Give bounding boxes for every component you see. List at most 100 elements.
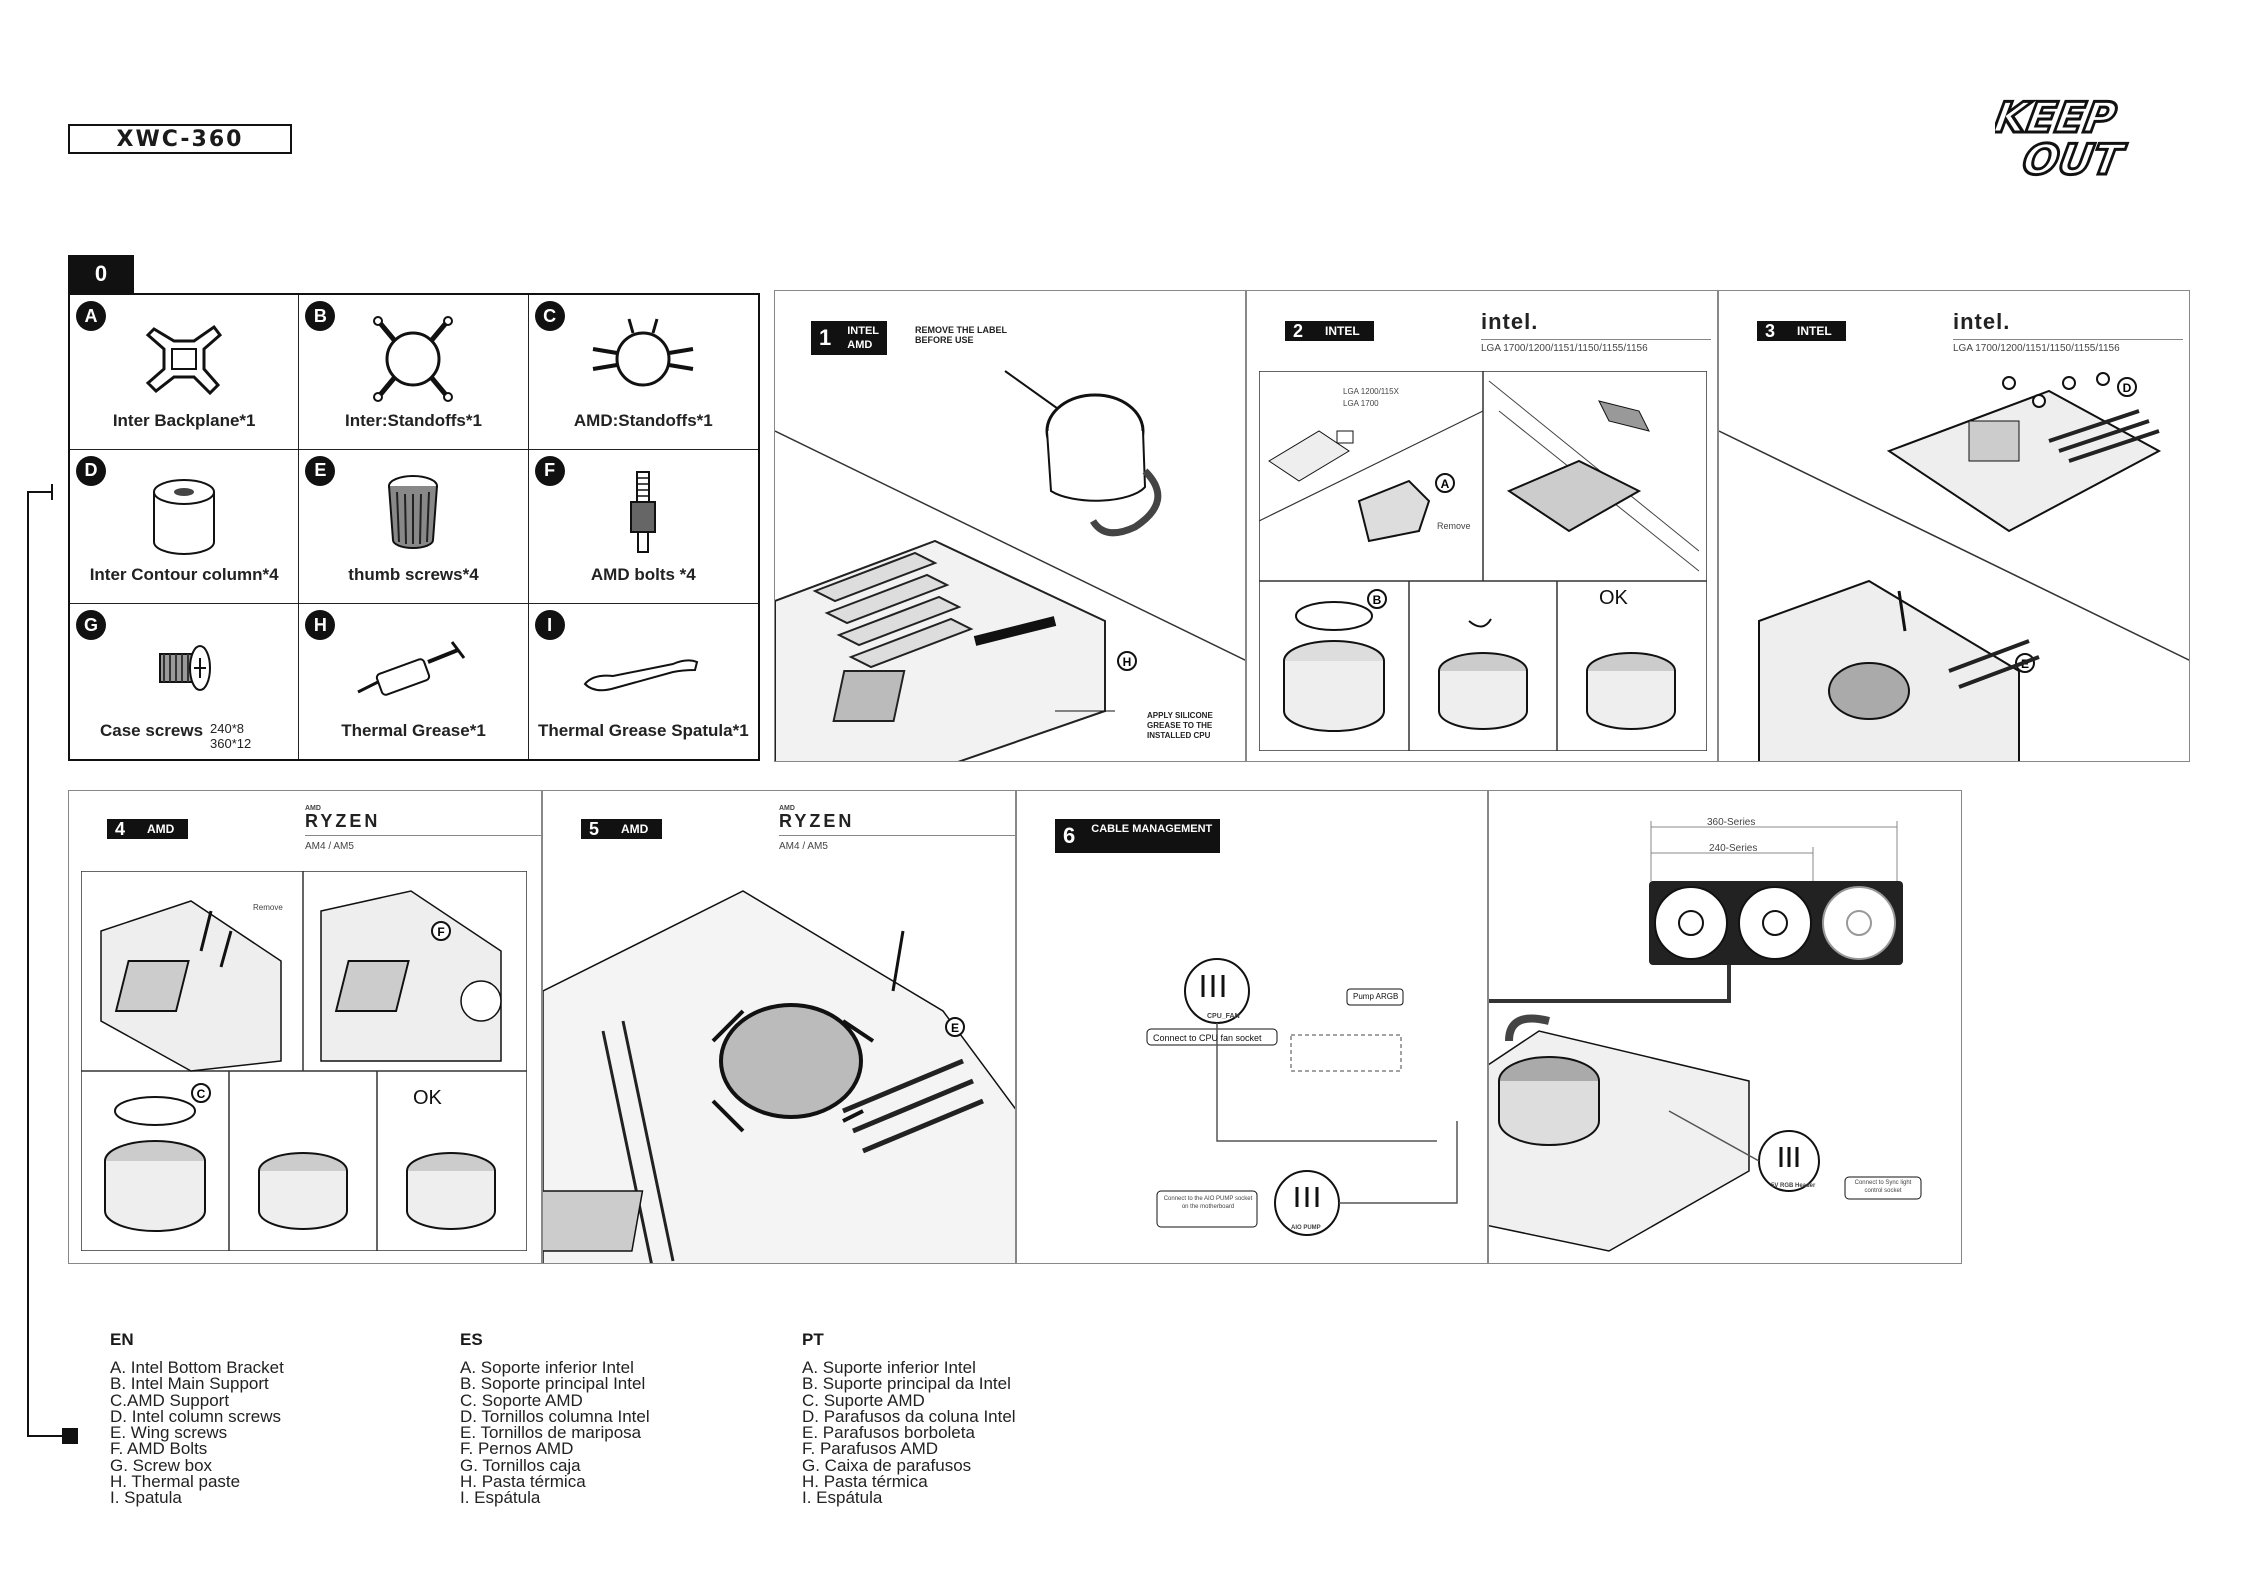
legend-pt-item: C. Suporte AMD xyxy=(802,1390,925,1410)
step-3-tag: 3 INTEL xyxy=(1757,321,1846,341)
step-4-ok-label: OK xyxy=(413,1087,442,1109)
step-3-tag-label: INTEL xyxy=(1797,324,1832,338)
sync-socket-note: Connect to Sync light control socket xyxy=(1854,1180,1912,1194)
legend-en-item: F. AMD Bolts xyxy=(110,1439,208,1459)
logo-line2: OUT xyxy=(2019,135,2129,178)
header-5v-label: 5V RGB Header xyxy=(1771,1183,1816,1189)
series-240-label: 240-Series xyxy=(1709,843,1758,854)
step-6-number: 6 xyxy=(1063,823,1076,848)
step-2-pump-row: B xyxy=(1283,589,1676,732)
part-e-label: thumb screws*4 xyxy=(348,565,479,585)
series-360-label: 360-Series xyxy=(1707,817,1756,828)
thumb-screw-icon xyxy=(388,474,439,549)
step-6-illustration xyxy=(1146,958,1458,1236)
part-g: G Case screws 240*8 360*12 xyxy=(70,604,300,759)
step-2-lga-115x: LGA 1200/115X xyxy=(1343,387,1399,396)
part-c: C AMD:Standoffs*1 xyxy=(528,295,758,450)
step-5-panel: 5 AMD AMD RYZEN AM4 / AM5 E xyxy=(542,790,1016,1264)
legend-es-item: H. Pasta térmica xyxy=(460,1472,586,1492)
step-6-tag-label: CABLE MANAGEMENT xyxy=(1091,823,1213,835)
part-a: A Inter Backplane*1 xyxy=(70,295,300,450)
legend-es-item: C. Soporte AMD xyxy=(460,1390,583,1410)
radiator-illustration xyxy=(1489,821,1922,1252)
step-3-number: 3 xyxy=(1765,320,1776,341)
ryzen-brand-5: RYZEN xyxy=(779,811,855,831)
part-h-label: Thermal Grease*1 xyxy=(341,721,486,740)
step-1-tag-intel: INTEL xyxy=(841,324,886,338)
step-1-remove-label-note: REMOVE THE LABEL BEFORE USE xyxy=(915,325,1007,345)
step-5-marker-e: E xyxy=(951,1021,959,1035)
step-2-number: 2 xyxy=(1293,320,1304,341)
legend-es-item: G. Tornillos caja xyxy=(460,1455,581,1475)
step-2-tag-label: INTEL xyxy=(1325,324,1360,338)
step-2-ok-label: OK xyxy=(1599,587,1628,609)
step-6-cpu-fan-label: CPU_FAN xyxy=(1207,1013,1240,1020)
step-5-illustration: E xyxy=(543,890,1015,1263)
model-label: XWC-360 xyxy=(68,124,292,154)
step-4-socket-list: AM4 / AM5 xyxy=(305,841,354,852)
step-2-marker-b: B xyxy=(1373,593,1382,607)
legend-en-item: A. Intel Bottom Bracket xyxy=(110,1358,284,1377)
part-b: B Inter:Standoffs*1 xyxy=(299,295,529,450)
step-1-tag: 1 INTEL AMD xyxy=(811,321,888,355)
part-d-label: Inter Contour column*4 xyxy=(89,565,279,585)
legend-es-item: E. Tornillos de mariposa xyxy=(460,1423,642,1443)
step-1-marker-h: H xyxy=(1123,655,1132,669)
step-5-socket-list: AM4 / AM5 xyxy=(779,841,828,852)
step-2-illustration: A B xyxy=(1259,371,1707,751)
step-5-tag: 5 AMD xyxy=(581,818,663,839)
parts-list-grid: A Inter Backplane*1 B Inter:Standoffs*1 … xyxy=(68,293,760,761)
part-a-letter: A xyxy=(76,301,106,331)
step-5-number: 5 xyxy=(589,818,600,839)
part-c-label: AMD:Standoffs*1 xyxy=(573,410,713,430)
step-6-tag: 6 CABLE MANAGEMENT xyxy=(1055,819,1221,853)
fan-3-icon xyxy=(1822,886,1896,960)
part-i-label: Thermal Grease Spatula*1 xyxy=(537,721,749,740)
step-6-aio-pump-label: AIO PUMP xyxy=(1291,1225,1321,1231)
logo-line1: KEEP xyxy=(1995,94,2120,142)
fan-1-icon xyxy=(1654,886,1728,960)
step-3-marker-d: D xyxy=(2123,381,2132,395)
case-screw-size-360: 360*12 xyxy=(210,736,252,751)
legend-pt: PT A. Suporte inferior Intel B. Suporte … xyxy=(802,1330,1016,1507)
step-6-radiator-panel: 360-Series 240-Series 5V RGB Header Conn… xyxy=(1488,790,1962,1264)
part-e-letter: E xyxy=(305,455,336,486)
legend-es-item: I. Espátula xyxy=(460,1488,541,1508)
step-4-number: 4 xyxy=(115,818,126,839)
legend-pt-item: B. Suporte principal da Intel xyxy=(802,1374,1011,1394)
legend-connector-line xyxy=(27,484,78,1444)
legend-es-item: F. Pernos AMD xyxy=(460,1439,574,1459)
pump-head-amd xyxy=(719,1003,863,1119)
step-6-pump-argb: Pump ARGB xyxy=(1353,992,1399,1001)
step-6-cpu-fan-socket: Connect to CPU fan socket xyxy=(1153,1033,1262,1043)
step-4-tag-label: AMD xyxy=(147,822,175,836)
intel-brand-3: intel. xyxy=(1953,309,2011,334)
legend-en-title: EN xyxy=(110,1330,134,1349)
part-h: H Thermal Grease*1 xyxy=(299,604,529,759)
case-screw-size-240: 240*8 xyxy=(210,721,244,736)
step-2-socket-list: LGA 1700/1200/1151/1150/1155/1156 xyxy=(1481,343,1648,354)
part-d-letter: D xyxy=(76,455,106,486)
part-i-letter: I xyxy=(534,610,565,641)
legend-es-item: B. Soporte principal Intel xyxy=(460,1374,646,1394)
step-4-marker-f: F xyxy=(437,925,444,939)
step-4-remove-label: Remove xyxy=(253,903,283,912)
fan-2-icon xyxy=(1738,886,1812,960)
step-4-panel: 4 AMD AMD RYZEN AM4 / AM5 F C Remove OK xyxy=(68,790,542,1264)
legend-es-item: A. Soporte inferior Intel xyxy=(460,1358,634,1377)
part-h-letter: H xyxy=(305,610,336,641)
part-b-label: Inter:Standoffs*1 xyxy=(345,410,482,430)
legend-en-item: C.AMD Support xyxy=(110,1390,230,1410)
part-f-letter: F xyxy=(534,455,565,486)
backplane-icon xyxy=(145,324,223,396)
step-2-tag: 2 INTEL xyxy=(1285,321,1374,341)
step-1-panel: 1 INTEL AMD REMOVE THE LABEL BEFORE USE … xyxy=(774,290,1246,762)
step-2-marker-a: A xyxy=(1441,477,1450,491)
part-f-label: AMD bolts *4 xyxy=(590,565,696,585)
part-g-label: Case screws xyxy=(100,721,204,740)
legend-es-item: D. Tornillos columna Intel xyxy=(460,1406,650,1426)
part-a-label: Inter Backplane*1 xyxy=(112,410,256,430)
intel-standoff-bracket-icon xyxy=(373,316,454,402)
step-1-illustration: H xyxy=(775,370,1245,761)
step-4-amd-small: AMD xyxy=(305,805,321,812)
